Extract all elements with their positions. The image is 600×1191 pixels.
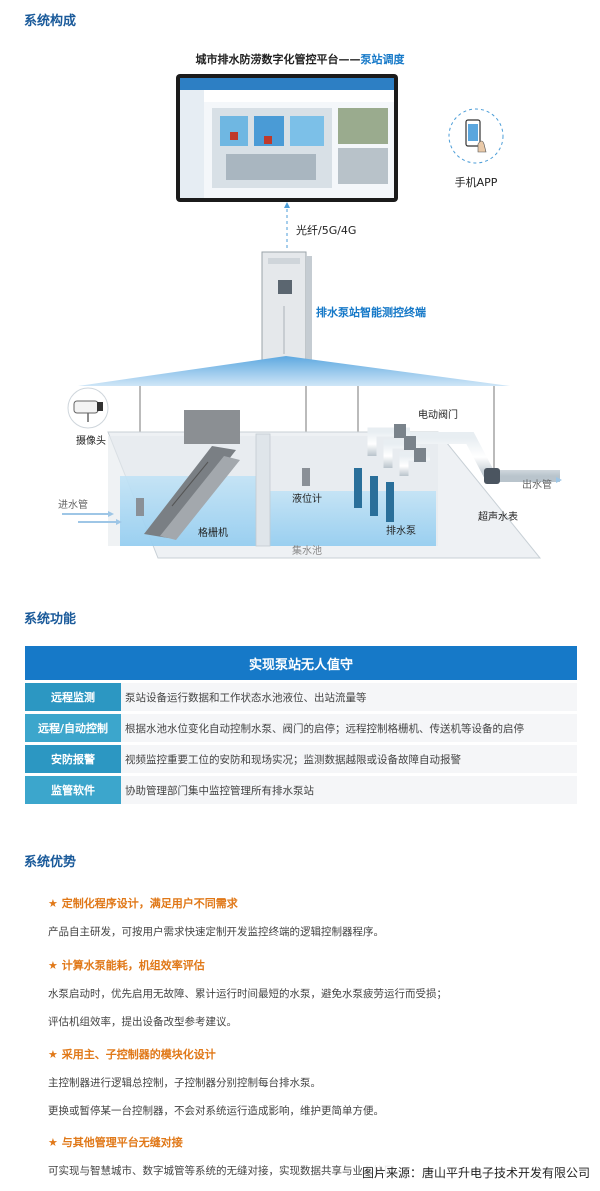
function-desc: 泵站设备运行数据和工作状态水池液位、出站流量等 bbox=[121, 683, 577, 711]
inlet-label: 进水管 bbox=[58, 498, 88, 511]
advantage-item: ★ 计算水泵能耗，机组效率评估 水泵启动时，优先启用无故障、累计运行时间最短的水… bbox=[48, 957, 588, 1029]
structure-title: 系统构成 bbox=[24, 14, 77, 29]
pump-group bbox=[354, 468, 394, 522]
terminal-label: 排水泵站智能测控终端 bbox=[316, 305, 426, 319]
advantage-line: 更换或暂停某一台控制器，不会对系统运行造成影响，维护更简单方便。 bbox=[48, 1105, 384, 1117]
advantage-title: 系统优势 bbox=[24, 855, 77, 870]
advantage-title-text: ★ 定制化程序设计，满足用户不同需求 bbox=[48, 897, 238, 910]
advantage-title-text: ★ 采用主、子控制器的模块化设计 bbox=[48, 1048, 216, 1061]
function-row: 监管软件 协助管理部门集中监控管理所有排水泵站 bbox=[25, 776, 577, 804]
image-source-caption: 图片来源：唐山平升电子技术开发有限公司 bbox=[361, 1164, 590, 1181]
level-label: 液位计 bbox=[292, 492, 322, 505]
camera-icon bbox=[67, 387, 109, 429]
camera-label: 摄像头 bbox=[76, 434, 106, 447]
function-row: 远程/自动控制 根据水池水位变化自动控制水泵、阀门的启停；远程控制格栅机、传送机… bbox=[25, 714, 577, 742]
function-label: 远程/自动控制 bbox=[25, 714, 121, 742]
signal-beam bbox=[78, 356, 510, 386]
function-row: 远程监测 泵站设备运行数据和工作状态水池液位、出站流量等 bbox=[25, 683, 577, 711]
advantage-line: 水泵启动时，优先启用无故障、累计运行时间最短的水泵，避免水泵疲劳运行而受损； bbox=[48, 988, 447, 1000]
phone-app-icon bbox=[448, 108, 504, 164]
function-desc: 视频监控重要工位的安防和现场实况；监测数据越限或设备故障自动报警 bbox=[121, 745, 577, 773]
valve-label: 电动阀门 bbox=[418, 408, 458, 421]
platform-title: 城市排水防涝数字化管控平台——泵站调度 bbox=[196, 52, 406, 66]
function-desc: 协助管理部门集中监控管理所有排水泵站 bbox=[121, 776, 577, 804]
grille-label: 格栅机 bbox=[198, 526, 228, 539]
function-label: 监管软件 bbox=[25, 776, 121, 804]
meter-label: 超声水表 bbox=[478, 510, 518, 523]
function-table: 实现泵站无人值守 远程监测 泵站设备运行数据和工作状态水池液位、出站流量等 远程… bbox=[25, 646, 577, 804]
level-sensor bbox=[302, 468, 310, 486]
advantage-line: 产品自主研发，可按用户需求快速定制开发监控终端的逻辑控制器程序。 bbox=[48, 926, 384, 938]
advantage-line: 可实现与智慧城市、数字城管等系统的无缝对接，实现数据共享与业务协同。 bbox=[48, 1165, 405, 1177]
function-table-header: 实现泵站无人值守 bbox=[25, 646, 577, 680]
function-desc: 根据水池水位变化自动控制水泵、阀门的启停；远程控制格栅机、传送机等设备的启停 bbox=[121, 714, 577, 742]
system-diagram: 城市排水防涝数字化管控平台——泵站调度 手机APP bbox=[0, 36, 600, 576]
grille-machine bbox=[144, 410, 240, 540]
link-label: 光纤/5G/4G bbox=[296, 223, 356, 237]
function-rows: 远程监测 泵站设备运行数据和工作状态水池液位、出站流量等 远程/自动控制 根据水… bbox=[25, 683, 577, 804]
advantage-line: 评估机组效率，提出设备改型参考建议。 bbox=[48, 1016, 237, 1028]
outlet-label: 出水管 bbox=[522, 478, 552, 491]
diagram-svg: 城市排水防涝数字化管控平台——泵站调度 手机APP bbox=[58, 52, 562, 559]
function-row: 安防报警 视频监控重要工位的安防和现场实况；监测数据越限或设备故障自动报警 bbox=[25, 745, 577, 773]
function-title: 系统功能 bbox=[24, 612, 77, 627]
advantage-title-text: ★ 计算水泵能耗，机组效率评估 bbox=[48, 959, 205, 972]
advantage-line: 主控制器进行逻辑总控制，子控制器分别控制每台排水泵。 bbox=[48, 1077, 321, 1089]
function-label: 安防报警 bbox=[25, 745, 121, 773]
inlet-arrow-icon bbox=[108, 511, 114, 517]
function-label: 远程监测 bbox=[25, 683, 121, 711]
outlet-arrow-icon bbox=[556, 477, 562, 483]
link-arrow-icon bbox=[284, 202, 290, 208]
outlet-pipes bbox=[367, 424, 560, 484]
grille-level-sensor bbox=[136, 498, 144, 516]
app-label: 手机APP bbox=[455, 175, 498, 189]
monitor-screen bbox=[176, 74, 398, 202]
pump-label: 排水泵 bbox=[386, 524, 416, 537]
advantage-item: ★ 与其他管理平台无缝对接 可实现与智慧城市、数字城管等系统的无缝对接，实现数据… bbox=[48, 1134, 588, 1178]
tank-label: 集水池 bbox=[292, 544, 322, 557]
control-cabinet bbox=[261, 251, 312, 361]
advantage-title-text: ★ 与其他管理平台无缝对接 bbox=[48, 1136, 183, 1149]
advantage-item: ★ 定制化程序设计，满足用户不同需求 产品自主研发，可按用户需求快速定制开发监控… bbox=[48, 895, 588, 939]
advantage-item: ★ 采用主、子控制器的模块化设计 主控制器进行逻辑总控制，子控制器分别控制每台排… bbox=[48, 1046, 588, 1118]
